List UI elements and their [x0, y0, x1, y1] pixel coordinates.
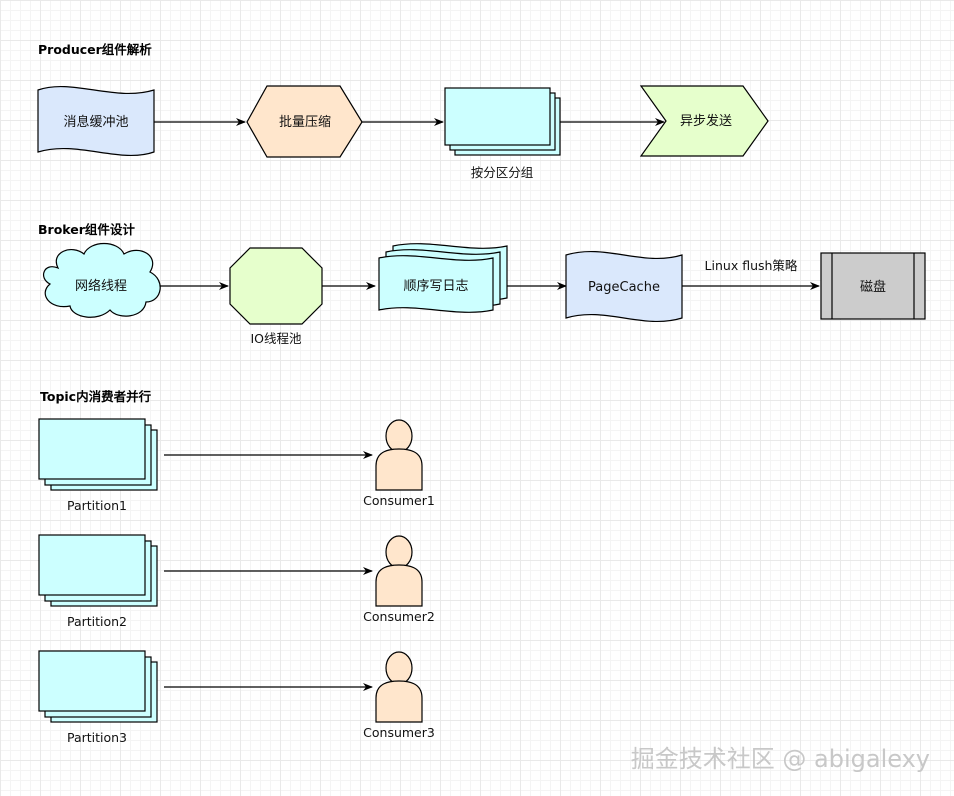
disk-label: 磁盘: [860, 279, 886, 295]
consumer-actor-2[interactable]: [375, 535, 423, 607]
async-send-node[interactable]: 异步发送: [639, 85, 769, 157]
partition-node-3[interactable]: [38, 650, 158, 723]
partition-label-2: Partition2: [67, 614, 127, 629]
consumer-label-2: Consumer2: [363, 609, 435, 624]
batch-compress-label: 批量压缩: [279, 114, 331, 130]
pagecache-label: PageCache: [588, 280, 660, 295]
partition-label-3: Partition3: [67, 730, 127, 745]
partition-node-1[interactable]: [38, 418, 158, 491]
sequential-log-node[interactable]: 顺序写日志: [378, 243, 508, 313]
consumer-actor-3[interactable]: [375, 651, 423, 723]
partition-group-label: 按分区分组: [471, 165, 534, 180]
partition-node-2[interactable]: [38, 534, 158, 607]
disk-node[interactable]: 磁盘: [820, 252, 926, 320]
flush-policy-label: Linux flush策略: [705, 258, 798, 273]
partition-group-node[interactable]: [444, 87, 561, 156]
consumer-label-3: Consumer3: [363, 725, 435, 740]
batch-compress-node[interactable]: 批量压缩: [246, 85, 363, 158]
producer-section-title: Producer组件解析: [38, 42, 152, 57]
watermark: 掘金技术社区 @ abigalexy: [631, 745, 930, 773]
consumer-label-1: Consumer1: [363, 493, 435, 508]
io-pool-label: IO线程池: [250, 331, 302, 346]
network-threads-node[interactable]: 网络线程: [42, 242, 161, 318]
partition-label-1: Partition1: [67, 498, 127, 513]
network-threads-label: 网络线程: [75, 278, 127, 294]
consumer-actor-1[interactable]: [375, 419, 423, 491]
topic-section-title: Topic内消费者并行: [40, 389, 152, 404]
io-pool-node[interactable]: [229, 247, 323, 325]
pagecache-node[interactable]: PageCache: [565, 251, 683, 322]
sequential-log-label: 顺序写日志: [403, 279, 468, 294]
async-send-label: 异步发送: [680, 113, 732, 129]
message-buffer-node[interactable]: 消息缓冲池: [37, 86, 155, 156]
message-buffer-label: 消息缓冲池: [63, 114, 128, 130]
broker-section-title: Broker组件设计: [38, 222, 135, 237]
